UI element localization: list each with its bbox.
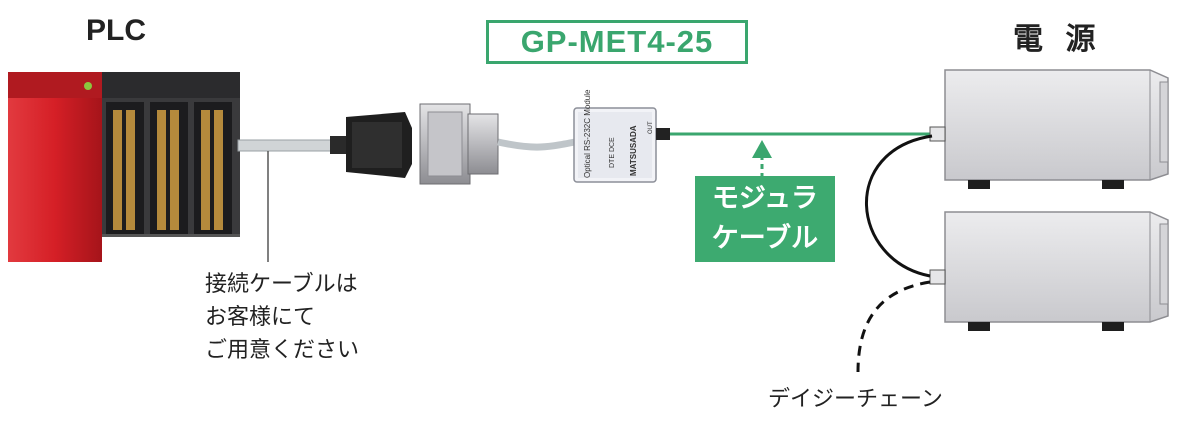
optical-module [573,107,657,183]
black-connector [330,112,412,178]
model-badge: GP-MET4-25 [486,20,748,64]
daisy-chain-label: デイジーチェーン [768,387,943,412]
plc-unit [8,72,240,262]
chain-cable [865,134,933,278]
user-cable-note-line3: ご用意ください [205,338,360,363]
plc-status-led [84,82,92,90]
plc-label: PLC [86,14,146,47]
modular-cable-label: モジュラ ケーブル [695,176,835,262]
power-supply-2 [929,211,1169,331]
user-cable-note-line2: お客様にて [205,305,316,330]
power-supply-1 [929,69,1169,189]
pointer-arrow-icon [752,140,772,176]
modular-cable-label-line2: ケーブル [711,223,819,254]
user-cable-note: 接続ケーブルは お客様にて ご用意ください [205,268,359,367]
metal-adapter [419,103,499,185]
modular-cable-label-line1: モジュラ [711,183,819,214]
chain-cable-continued [856,280,931,373]
user-cable-note-line1: 接続ケーブルは [205,272,358,297]
power-supply-label: 電 源 [1013,22,1102,57]
user-cable [237,139,341,152]
